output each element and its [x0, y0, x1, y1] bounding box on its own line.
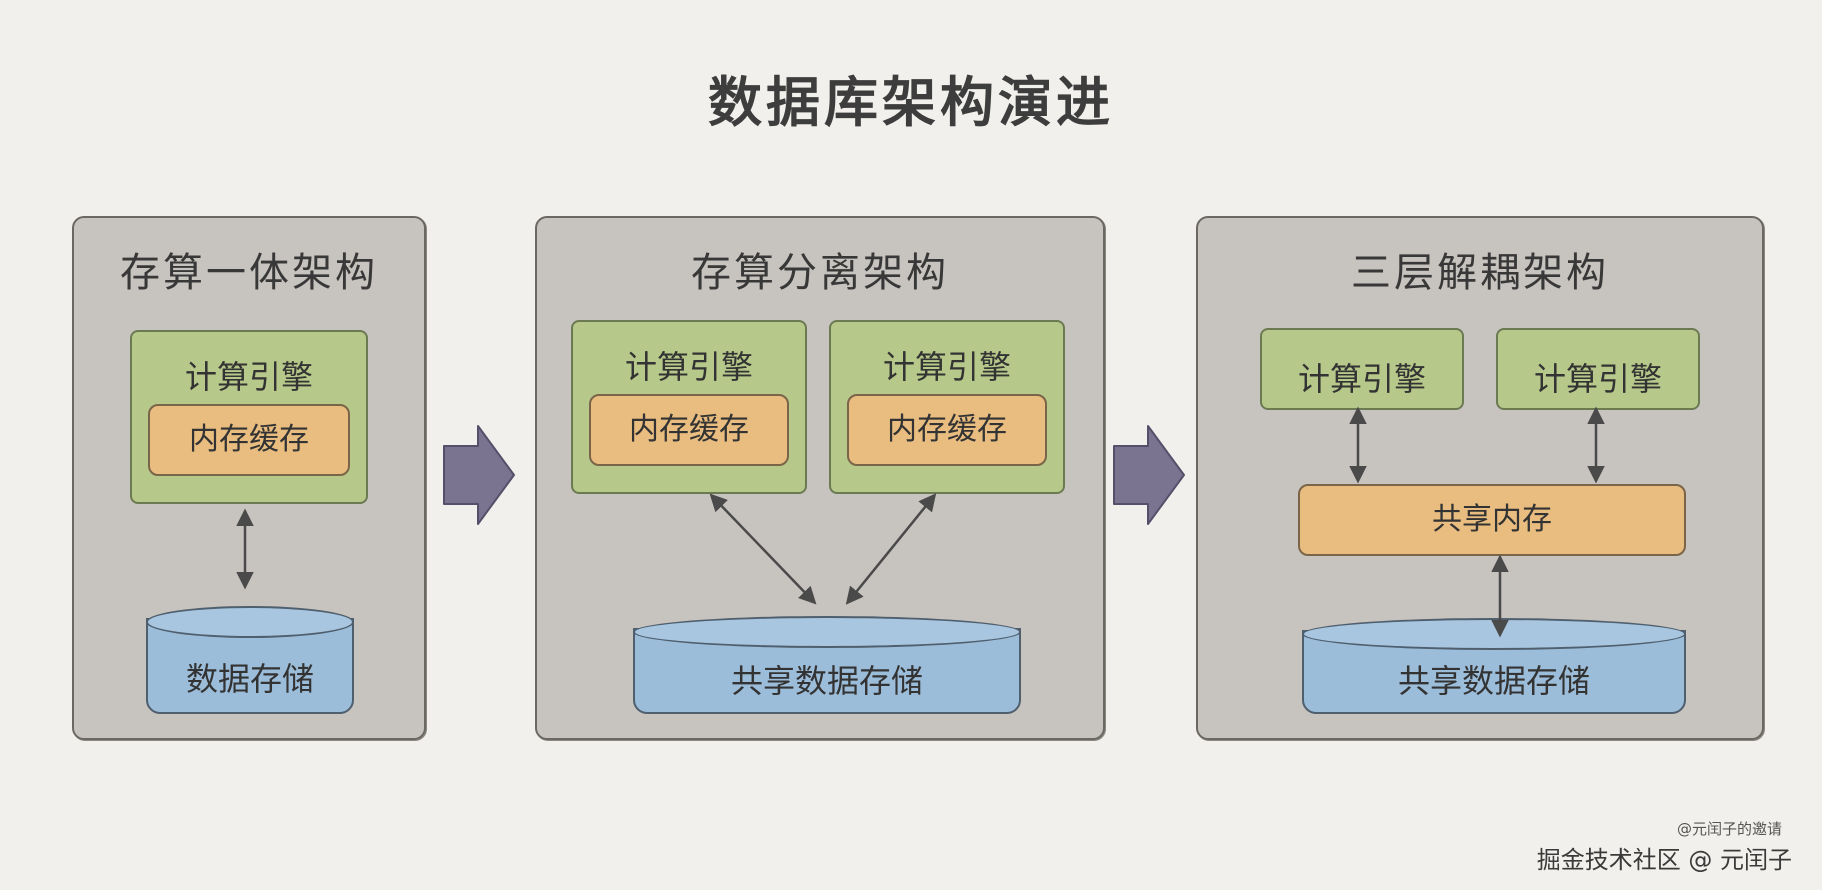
compute-engine-box: 计算引擎 内存缓存: [130, 330, 368, 504]
memory-cache-box: 内存缓存: [847, 394, 1047, 466]
compute-engine-label: 计算引擎: [184, 358, 313, 396]
panel-integrated: 存算一体架构 计算引擎 内存缓存 数据存储: [72, 216, 426, 740]
panel-title: 三层解耦架构: [1351, 250, 1609, 296]
shared-data-storage-cylinder: 共享数据存储: [1302, 618, 1686, 714]
compute-engine-label: 计算引擎: [1297, 360, 1426, 398]
data-storage-cylinder: 数据存储: [146, 606, 354, 714]
cylinder-top: [1302, 618, 1686, 650]
cylinder-top: [146, 606, 354, 638]
storage-label: 共享数据存储: [730, 662, 923, 700]
storage-label: 共享数据存储: [1397, 662, 1590, 700]
page-title: 数据库架构演进: [708, 71, 1114, 134]
compute-engine-box: 计算引擎 内存缓存: [571, 320, 807, 494]
shared-data-storage-cylinder: 共享数据存储: [633, 616, 1021, 714]
flow-arrow-icon: [443, 425, 515, 525]
shared-memory-box: 共享内存: [1298, 484, 1686, 556]
panel-title: 存算一体架构: [120, 250, 378, 296]
compute-engine-label: 计算引擎: [882, 348, 1011, 386]
memory-cache-box: 内存缓存: [148, 404, 350, 476]
panel-title: 存算分离架构: [691, 250, 949, 296]
compute-engine-label: 计算引擎: [624, 348, 753, 386]
flow-arrow-icon: [1113, 425, 1185, 525]
memory-cache-box: 内存缓存: [589, 394, 789, 466]
panel-separated: 存算分离架构 计算引擎 内存缓存 计算引擎 内存缓存 共享数据存储: [535, 216, 1105, 740]
compute-engine-box: 计算引擎: [1496, 328, 1700, 410]
cylinder-top: [633, 616, 1021, 648]
compute-engine-box: 计算引擎: [1260, 328, 1464, 410]
compute-engine-label: 计算引擎: [1533, 360, 1662, 398]
watermark-text: @元闰子的邀请: [1676, 820, 1782, 838]
storage-label: 数据存储: [185, 660, 314, 698]
compute-engine-box: 计算引擎 内存缓存: [829, 320, 1065, 494]
credit-text: 掘金技术社区 @ 元闰子: [1536, 846, 1792, 874]
panel-three-tier: 三层解耦架构 计算引擎 计算引擎 共享内存 共享数据存储: [1196, 216, 1764, 740]
